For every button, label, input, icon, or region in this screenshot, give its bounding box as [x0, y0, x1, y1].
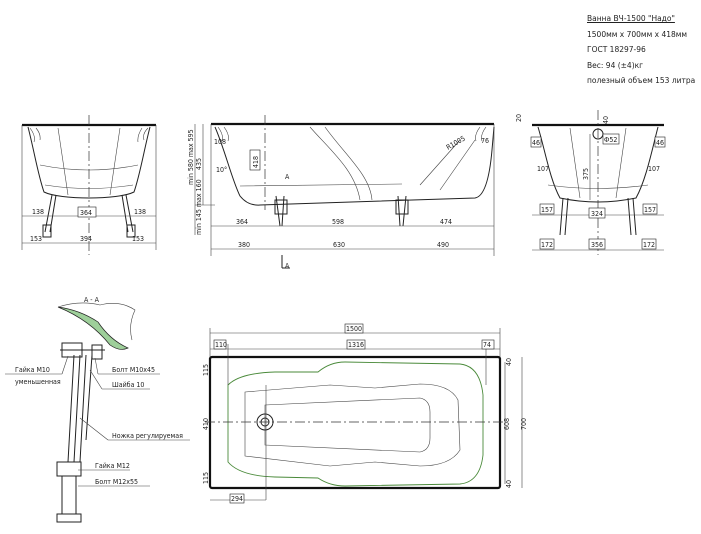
dim-608: 608 — [503, 418, 511, 430]
dim-74: 74 — [483, 341, 491, 349]
label-adjustable-leg: Ножка регулируемая — [112, 432, 183, 440]
dim-153-left: 153 — [30, 235, 42, 243]
spec-standard: ГОСТ 18297-96 — [587, 45, 646, 54]
dim-76: 76 — [481, 137, 489, 145]
dim-46-left: 46 — [532, 139, 540, 147]
dim-157-right: 157 — [644, 206, 656, 214]
dim-394: 394 — [80, 235, 92, 243]
dim-598: 598 — [332, 218, 344, 226]
spec-weight: Вес: 94 (±4)кг — [587, 60, 644, 70]
dim-leg-height: min 145 max 160 — [195, 179, 203, 235]
dim-1316: 1316 — [348, 341, 364, 349]
dim-364: 364 — [80, 209, 92, 217]
section-title: А - А — [84, 296, 100, 304]
dim-375: 375 — [582, 168, 590, 180]
label-nut-m12: Гайка М12 — [95, 462, 130, 470]
dim-630: 630 — [333, 241, 345, 249]
label-bolt-m10x45: Болт М10х45 — [112, 366, 155, 374]
dim-138-right: 138 — [134, 208, 146, 216]
spec-size: 1500мм х 700мм х 418мм — [587, 29, 688, 39]
section-mark-top: A — [285, 173, 290, 181]
dim-40-bottom: 40 — [505, 480, 513, 488]
side-view: min 580 max 595 435 min 145 max 160 108 … — [187, 115, 495, 270]
dim-height-total: min 580 max 595 — [187, 129, 195, 185]
label-nut-m10-reduced: уменьшенная — [15, 378, 61, 386]
dim-474: 474 — [440, 218, 452, 226]
dim-20: 20 — [515, 114, 523, 122]
dim-418: 418 — [252, 156, 260, 168]
dim-108: 108 — [214, 138, 226, 146]
top-view: 1500 110 1316 74 115 410 115 40 608 700 … — [202, 323, 528, 504]
label-nut-m10: Гайка М10 — [15, 366, 50, 374]
spec-volume: полезный объем 153 литра — [587, 76, 696, 85]
dim-410: 410 — [202, 418, 210, 430]
end-view-left: 138 364 138 153 394 153 — [21, 115, 157, 255]
dim-324: 324 — [591, 210, 603, 218]
spec-title: Ванна ВЧ-1500 "Надо" — [587, 14, 675, 23]
dim-172-left: 172 — [541, 241, 553, 249]
spec-block: Ванна ВЧ-1500 "Надо" 1500мм х 700мм х 41… — [587, 11, 695, 89]
dim-700: 700 — [520, 418, 528, 430]
dim-depth-435: 435 — [195, 158, 203, 170]
dim-364: 364 — [236, 218, 248, 226]
dim-380: 380 — [238, 241, 250, 249]
label-bolt-m12x55: Болт М12х55 — [95, 478, 138, 486]
dim-107-right: 107 — [648, 165, 660, 173]
dim-phi-52: Ф52 — [604, 136, 617, 144]
dim-107-left: 107 — [537, 165, 549, 173]
dim-356: 356 — [591, 241, 603, 249]
dim-46-right: 46 — [656, 139, 664, 147]
dim-40-top: 40 — [505, 358, 513, 366]
dim-115-bottom: 115 — [202, 472, 210, 484]
dim-153-right: 153 — [132, 235, 144, 243]
dim-115-top: 115 — [202, 364, 210, 376]
angle-10: 10° — [216, 166, 227, 174]
dim-172-right: 172 — [643, 241, 655, 249]
dim-1500: 1500 — [346, 325, 362, 333]
end-view-right: 20 40 Ф52 46 46 107 107 375 157 324 157 … — [515, 110, 666, 255]
dim-294: 294 — [231, 495, 243, 503]
section-a-a: А - А Гайка М10 уменьшенная Болт М10х45 … — [5, 296, 190, 523]
radius-r1005: R1005 — [445, 135, 467, 152]
dim-40: 40 — [602, 116, 610, 124]
dim-110: 110 — [215, 341, 227, 349]
section-mark-bottom: A — [285, 262, 290, 270]
dim-138-left: 138 — [32, 208, 44, 216]
label-washer-10: Шайба 10 — [112, 381, 144, 389]
dim-157-left: 157 — [541, 206, 553, 214]
dim-490: 490 — [437, 241, 449, 249]
